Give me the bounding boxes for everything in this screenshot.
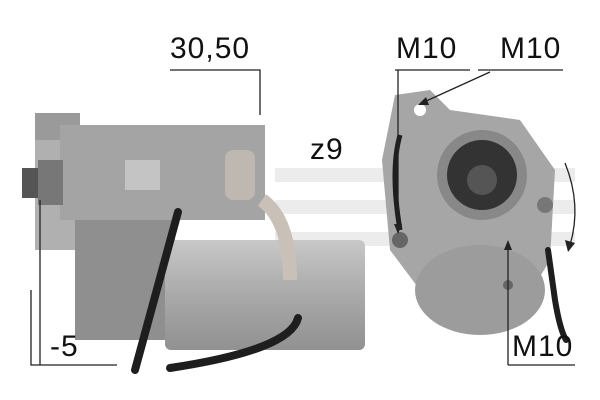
label-thread-top-left: M10 — [396, 32, 458, 65]
label-teeth: z9 — [310, 133, 344, 166]
label-ground: -5 — [50, 330, 79, 363]
arrow-icon — [418, 97, 429, 105]
label-voltage-power: 30,50 — [170, 32, 251, 65]
callout-lines — [30, 69, 576, 366]
label-thread-bottom: M10 — [512, 330, 574, 363]
starter-front-view — [382, 90, 569, 343]
arrow-icon — [504, 240, 512, 250]
starter-side-view — [22, 113, 365, 374]
rotation-arrow-icon — [565, 240, 575, 252]
arrow-icon — [394, 224, 402, 234]
arrowheads — [394, 97, 575, 252]
label-thread-top-right: M10 — [500, 32, 562, 65]
